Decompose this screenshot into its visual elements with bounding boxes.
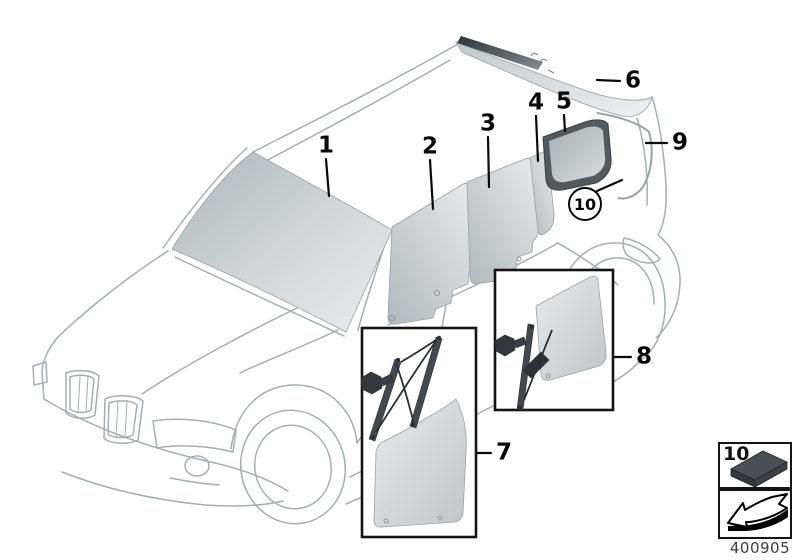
callout-3: 3 bbox=[479, 110, 497, 137]
rear-door-glass bbox=[466, 157, 540, 285]
quarter-trim-strip bbox=[596, 112, 653, 200]
callout-10-circled: 10 bbox=[568, 187, 602, 221]
callout-7: 7 bbox=[495, 439, 513, 466]
callout-1: 1 bbox=[317, 132, 335, 159]
gasket-block-icon bbox=[730, 450, 788, 488]
callout-8: 8 bbox=[635, 343, 653, 370]
front-regulator-box bbox=[360, 326, 478, 539]
rear-regulator-box bbox=[493, 268, 615, 412]
windshield-glass bbox=[171, 151, 393, 333]
callout-2: 2 bbox=[421, 133, 439, 160]
direction-arrow-icon bbox=[727, 493, 788, 531]
callout-9: 9 bbox=[671, 129, 689, 156]
callout-5: 5 bbox=[555, 88, 573, 115]
front-door-glass-part bbox=[373, 398, 467, 528]
legend-item-number: 10 bbox=[723, 443, 750, 465]
part-number: 400905 bbox=[729, 539, 791, 557]
legend-box bbox=[718, 442, 792, 539]
leader-lines bbox=[324, 78, 669, 455]
rear-door-glass-part bbox=[535, 275, 607, 381]
callout-6: 6 bbox=[624, 67, 642, 94]
rear-window-spoiler bbox=[454, 36, 653, 117]
rear-quarter-window bbox=[542, 119, 612, 191]
callout-4: 4 bbox=[527, 89, 545, 116]
rear-window-regulator bbox=[494, 323, 550, 411]
front-window-regulator bbox=[360, 336, 443, 442]
front-door-glass bbox=[387, 182, 476, 325]
spoiler-edge bbox=[457, 36, 543, 70]
